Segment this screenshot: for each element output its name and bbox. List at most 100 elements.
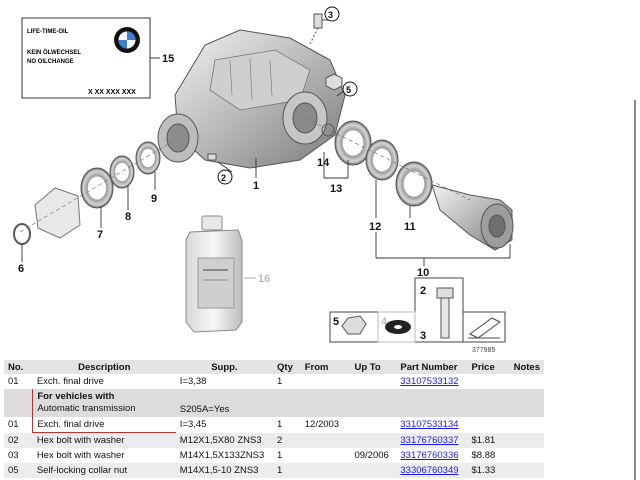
drawing-number: 377985: [472, 347, 495, 354]
header-notes: Notes: [509, 360, 544, 374]
cell-no: 03: [8, 450, 19, 461]
cell-qty: 1: [277, 419, 283, 431]
header-description: Description: [32, 360, 176, 374]
cell-from: [300, 432, 351, 448]
cell-no: 01: [8, 419, 19, 431]
cell-from: [300, 389, 351, 417]
callout-3-panel: 3: [420, 330, 426, 342]
parts-diagram: LIFE-TIME-OIL KEIN ÖLWECHSEL NO OILCHANG…: [13, 6, 514, 354]
cell-from: [300, 463, 351, 478]
cell-supp: M14X1,5-10 ZNS3: [175, 463, 274, 478]
callout-7: 7: [97, 229, 103, 241]
header-no: No.: [4, 360, 33, 374]
table-row: 05 Self-locking collar nut M14X1,5-10 ZN…: [4, 463, 544, 478]
callout-15: 15: [162, 53, 174, 65]
cell-notes: [510, 374, 544, 389]
vehicle-condition-detail: Automatic transmission: [37, 403, 136, 414]
cell-qty: 1: [277, 376, 283, 387]
cell-supp: I=3,45: [179, 419, 207, 431]
callout-3-top: 3: [324, 6, 340, 22]
cell-part-number: 33306760349: [396, 463, 468, 478]
callout-5-top: 5: [342, 81, 358, 97]
cell-supp: M12X1,5X80 ZNS3: [175, 432, 274, 448]
ring-9: [135, 141, 161, 175]
table-row-vehicle-note: For vehicles with Automatic transmission…: [4, 389, 544, 417]
cell-qty: 2: [273, 432, 301, 448]
output-flange: [431, 184, 514, 251]
cell-supp: S205A=Yes: [175, 389, 274, 417]
vehicle-condition-title: For vehicles with: [37, 391, 115, 402]
ring-7: [80, 167, 114, 209]
cell-description: Self-locking collar nut: [32, 463, 176, 478]
ring-12: [365, 139, 399, 181]
cell-no: 05: [4, 463, 33, 478]
cell-notes: [509, 463, 544, 478]
header-price: Price: [467, 360, 510, 374]
callout-5-panel: 5: [333, 316, 339, 328]
header-supp: Supp.: [175, 360, 274, 374]
part-number-link[interactable]: 33176760337: [400, 434, 459, 446]
header-qty: Qty: [273, 360, 301, 374]
part-number-link[interactable]: 33107533134: [400, 419, 459, 431]
ring-6: [13, 223, 31, 245]
callout-12: 12: [369, 221, 381, 233]
label-line-2: KEIN ÖLWECHSEL: [27, 49, 81, 56]
cell-qty: 1: [277, 450, 283, 461]
callout-10: 10: [417, 267, 429, 279]
scrollbar[interactable]: [634, 100, 636, 480]
cell-supp: I=3,38: [179, 376, 207, 387]
cell-description: For vehicles with Automatic transmission: [32, 389, 176, 417]
label-code: X XX XXX XXX: [88, 89, 136, 96]
cell-part-number: 33107533132: [396, 374, 467, 389]
cell-notes: [510, 448, 544, 463]
cell-price: $1.81: [467, 432, 510, 448]
table-row: 02 Hex bolt with washer M12X1,5X80 ZNS3 …: [4, 432, 544, 448]
header-up-to: Up To: [350, 360, 397, 374]
callout-2-mid: 2: [217, 169, 233, 185]
callout-13: 13: [330, 183, 342, 195]
cell-description: Hex bolt with washer: [32, 432, 176, 448]
cell-qty: 1: [273, 463, 301, 478]
cell-part-number: 33107533134: [396, 417, 467, 433]
parts-table: No. Description Supp. Qty From Up To Par…: [4, 360, 544, 478]
cell-supp: M14X1,5X133ZNS3: [179, 450, 265, 461]
callout-11: 11: [404, 221, 416, 233]
cell-notes: [509, 432, 544, 448]
cell-notes: [510, 417, 544, 433]
cell-description: Exch. final drive: [32, 417, 176, 433]
cell-description: Hex bolt with washer: [36, 450, 125, 461]
svg-text:2: 2: [221, 173, 226, 183]
cell-up-to: 09/2006: [354, 450, 389, 461]
final-drive-housing: [157, 29, 346, 169]
cell-price: $1.33: [467, 463, 510, 478]
cell-part-number: 33176760336: [396, 448, 467, 463]
cell-up-to: [350, 417, 396, 433]
small-fastener: [207, 153, 217, 161]
cell-price: [467, 389, 510, 417]
cell-price: [468, 417, 510, 433]
top-bolt: [309, 13, 323, 45]
label-line-1: LIFE-TIME-OIL: [27, 29, 69, 35]
table-row: 01 Exch. final drive I=3,45 1 12/2003 33…: [4, 417, 544, 433]
part-number-link[interactable]: 33176760336: [400, 450, 459, 461]
flange-left: [34, 187, 81, 239]
oil-bottle: [185, 215, 243, 333]
cell-no: 02: [4, 432, 33, 448]
cell-no: 01: [8, 376, 19, 387]
svg-text:5: 5: [346, 85, 351, 95]
svg-text:3: 3: [328, 10, 333, 20]
callout-14: 14: [317, 157, 330, 169]
cell-from: [301, 374, 351, 389]
cell-description: Exch. final drive: [36, 376, 104, 387]
callout-1: 1: [253, 180, 259, 192]
bmw-logo: [114, 27, 140, 53]
header-part-number: Part Number: [396, 360, 468, 374]
cell-qty: [273, 389, 301, 417]
cell-up-to: [350, 432, 397, 448]
part-number-link[interactable]: 33107533132: [400, 376, 459, 387]
cell-up-to: [350, 389, 397, 417]
callout-9: 9: [151, 193, 157, 205]
table-row: 01 Exch. final drive I=3,38 1 3310753313…: [4, 374, 544, 389]
part-number-link[interactable]: 33306760349: [400, 465, 459, 476]
cell-from: [301, 448, 351, 463]
